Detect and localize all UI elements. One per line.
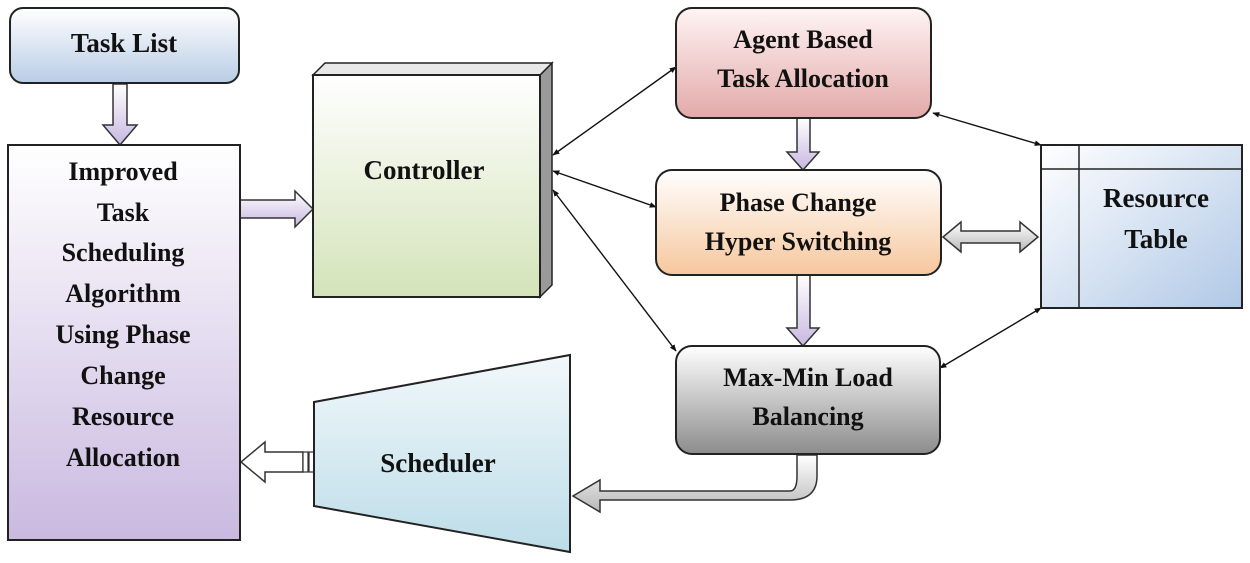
algorithm-node: Improved Task Scheduling Algorithm Using… <box>7 144 241 541</box>
maxmin-balancing-node: Max-Min Load Balancing <box>675 345 941 455</box>
task-list-node: Task List <box>9 7 240 84</box>
resource-table-label-line-1: Resource <box>1103 183 1209 213</box>
arrow-agent-to-phase <box>785 117 821 172</box>
controller-node: Controller <box>311 61 554 299</box>
arrow-phase-resource-bidirectional <box>941 220 1040 254</box>
scheduler-label: Scheduler <box>380 448 496 478</box>
agent-label-line-1: Agent Based <box>733 25 873 54</box>
task-list-label: Task List <box>71 28 177 58</box>
scheduler-node: Scheduler <box>313 353 571 554</box>
agent-allocation-node: Agent Based Task Allocation <box>675 7 932 119</box>
arrow-phase-to-maxmin <box>785 274 821 348</box>
algorithm-label-line-5: Using Phase <box>55 320 190 349</box>
algorithm-label-line-6: Change <box>80 361 165 390</box>
controller-label: Controller <box>364 155 485 185</box>
arrow-maxmin-to-scheduler <box>571 454 818 514</box>
phase-label-line-2: Hyper Switching <box>705 227 892 256</box>
connector-controller-phase <box>552 170 657 208</box>
connector-controller-maxmin <box>552 189 677 352</box>
algorithm-label-line-2: Task <box>97 198 150 227</box>
phase-switching-node: Phase Change Hyper Switching <box>655 169 942 276</box>
resource-table-node: Resource Table <box>1040 144 1243 309</box>
connector-controller-agent <box>552 66 677 156</box>
algorithm-label-line-4: Algorithm <box>65 279 181 308</box>
phase-label-line-1: Phase Change <box>720 188 877 217</box>
algorithm-label-line-3: Scheduling <box>62 238 185 267</box>
algorithm-label-line-7: Resource <box>72 402 174 431</box>
agent-label-line-2: Task Allocation <box>717 64 889 93</box>
arrow-algorithm-to-controller <box>239 189 315 229</box>
connector-agent-resource <box>932 112 1042 146</box>
maxmin-label-line-1: Max-Min Load <box>723 363 893 392</box>
algorithm-label-line-1: Improved <box>68 157 178 186</box>
connector-maxmin-resource <box>939 307 1042 369</box>
arrow-scheduler-to-algorithm <box>239 440 304 484</box>
arrow-tasklist-to-algorithm <box>101 83 139 147</box>
arrow-tail-stripe <box>302 451 309 473</box>
maxmin-label-line-2: Balancing <box>752 402 863 431</box>
algorithm-label-line-8: Allocation <box>66 443 181 472</box>
resource-table-label-line-2: Table <box>1124 224 1188 254</box>
